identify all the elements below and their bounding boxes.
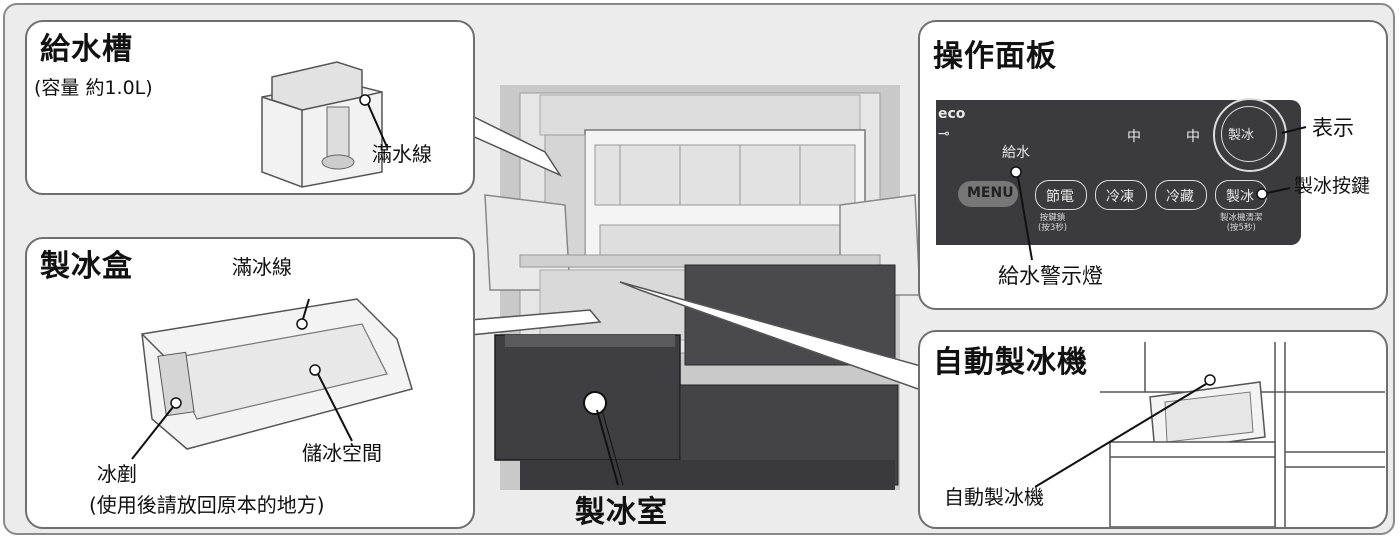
ice-button-label: 製冰 xyxy=(1226,189,1254,205)
key-icon: ⊸ xyxy=(938,126,950,142)
full-water-line-label: 滿水線 xyxy=(372,142,432,166)
control-panel-section: 操作面板 eco ⊸ 給水 中 中 製冰 MENU 節電 冷凍 冷藏 製冰 按鍵… xyxy=(918,20,1388,310)
ice-tray-title: 製冰盒 xyxy=(40,249,133,284)
indicator-2: 中 xyxy=(1186,129,1200,145)
water-indicator-label: 給水 xyxy=(1002,145,1030,161)
auto-ice-maker-panel: 自動製冰機 自動製冰機 xyxy=(918,330,1388,529)
eco-label: eco xyxy=(938,106,966,122)
ice-scoop-note: (使用後請放回原本的地方) xyxy=(89,493,325,517)
full-water-pointer xyxy=(359,94,388,148)
water-tank-title: 給水槽 xyxy=(40,32,133,67)
ice-storage-label: 儲冰空間 xyxy=(302,441,382,465)
water-warning-callout-label: 給水警示燈 xyxy=(998,264,1103,288)
fridge-illustration xyxy=(484,85,921,490)
water-tank-illustration xyxy=(261,61,383,188)
clean-note: 製冰機清潔 (按5秒) xyxy=(1220,213,1263,233)
control-panel-pointers xyxy=(1010,126,1307,261)
save-button-label: 節電 xyxy=(1046,189,1074,205)
ice-display-label: 製冰 xyxy=(1228,128,1255,143)
ice-tray-illustration xyxy=(131,298,413,460)
menu-button[interactable] xyxy=(958,181,1018,207)
freeze-button[interactable] xyxy=(1095,180,1147,210)
auto-ice-maker-title: 自動製冰機 xyxy=(933,345,1088,380)
ice-compartment-label: 製冰室 xyxy=(575,495,668,530)
chill-button-label: 冷藏 xyxy=(1166,189,1194,205)
control-panel-title: 操作面板 xyxy=(933,39,1057,74)
ice-display-ring xyxy=(1213,98,1287,172)
ice-tray-panel: 製冰盒 滿冰線 儲冰空間 冰剷 (使用後請放回原本的地方) xyxy=(25,237,475,529)
indicator-1: 中 xyxy=(1127,129,1141,145)
water-tank-capacity: (容量 約1.0L) xyxy=(34,77,153,99)
ice-scoop-label: 冰剷 xyxy=(97,462,137,486)
water-tank-panel: 給水槽 (容量 約1.0L) 滿水線 xyxy=(25,20,475,195)
display-callout-label: 表示 xyxy=(1312,116,1354,140)
freeze-button-label: 冷凍 xyxy=(1106,189,1134,205)
chill-button[interactable] xyxy=(1155,180,1207,210)
save-button[interactable] xyxy=(1035,180,1087,210)
full-ice-line-label: 滿冰線 xyxy=(232,255,292,279)
auto-ice-maker-illustration xyxy=(1034,342,1385,527)
lock-note: 按鍵鎖 (按3秒) xyxy=(1038,213,1068,233)
ice-button-callout-label: 製冰按鍵 xyxy=(1294,175,1371,197)
menu-button-label: MENU xyxy=(967,185,1014,201)
ice-display-inner xyxy=(1221,106,1277,162)
auto-ice-maker-label: 自動製冰機 xyxy=(944,485,1044,509)
